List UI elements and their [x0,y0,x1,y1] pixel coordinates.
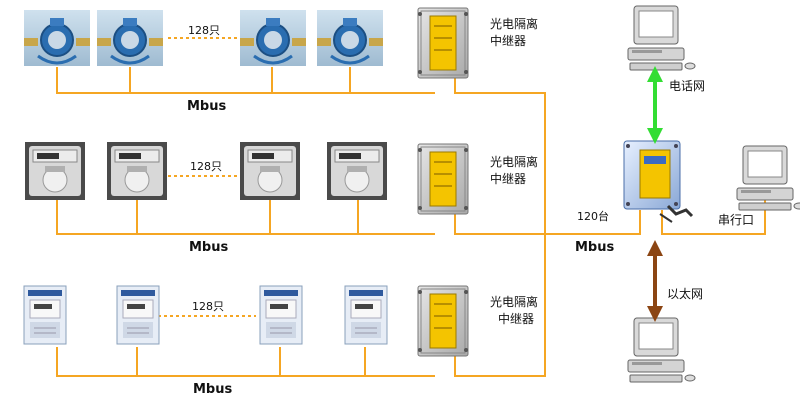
gas-meter-1 [24,141,86,201]
row1-bus [56,67,435,94]
row1-count-label: 128只 [188,24,220,37]
row3-repeater-uplink [454,234,546,377]
gas-meter-3 [239,141,301,201]
repeater-box-3 [417,285,469,357]
row1-water-meters [22,8,385,68]
row1-repeater-uplink [454,77,546,234]
row2-bus-label: Mbus [189,240,228,255]
water-meter-2 [95,8,165,68]
serial-link [661,196,766,235]
repeater2-label-line2: 中继器 [490,171,526,186]
water-meter-1 [22,8,92,68]
serial-port-label: 串行口 [718,213,754,227]
gas-meter-4 [326,141,388,201]
concentrator-bus-label: Mbus [575,240,614,255]
concentrator-count-label: 120台 [577,209,609,223]
repeater2-label-line1: 光电隔离 [490,154,538,169]
row2-count-label: 128只 [190,160,222,173]
dotted-spans [158,37,256,317]
repeater3-label-line1: 光电隔离 [490,294,538,309]
concentrator [623,140,694,223]
ethernet-label: 以太网 [667,286,703,301]
water-meter-3 [238,8,308,68]
electric-meter-3 [259,285,303,345]
electric-meter-4 [344,285,388,345]
row2-repeater-uplink [454,210,641,235]
electric-meter-1 [23,285,67,345]
repeater1-label-line2: 中继器 [490,33,526,48]
computer-bottom [627,317,696,383]
repeater1-label-line1: 光电隔离 [490,16,538,31]
repeater3-label-line2: 中继器 [498,311,534,326]
row3-bus-label: Mbus [193,382,232,397]
row1-bus-label: Mbus [187,99,226,114]
electric-meter-2 [116,285,160,345]
row3-electric-meters [23,285,388,345]
repeater-box-2 [417,143,469,215]
row2-bus [56,200,435,235]
bus-lines [56,67,766,377]
row3-bus [56,347,435,377]
row3-count-label: 128只 [192,300,224,313]
computer-right [736,145,800,211]
phone-network-label: 电话网 [669,79,705,93]
computer-top [627,5,696,71]
gas-meter-2 [106,141,168,201]
water-meter-4 [315,8,385,68]
repeater-box-1 [417,7,469,79]
